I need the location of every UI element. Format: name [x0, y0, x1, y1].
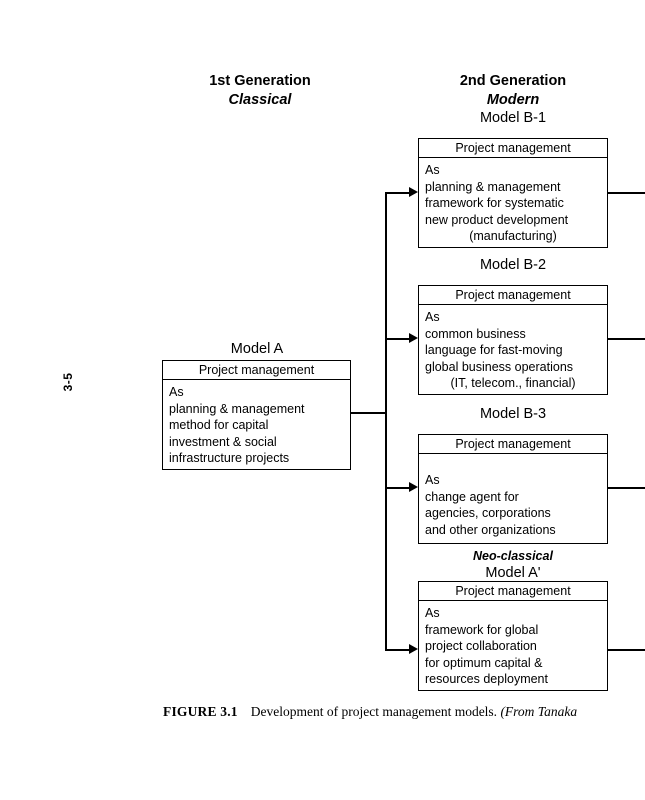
model-b3-line-4: and other organizations	[425, 522, 556, 537]
model-a-box-header: Project management	[163, 361, 350, 380]
model-b2-line-4: global business operations	[425, 359, 574, 374]
model-a-line-4: investment & social	[169, 434, 277, 449]
connector-out-a-prime	[608, 649, 645, 651]
arrowhead-b3-icon	[409, 482, 418, 492]
figure-caption-source: (From Tanaka	[500, 704, 578, 719]
figure-caption-label: FIGURE 3.1	[163, 704, 238, 719]
model-a-line-3: method for capital	[169, 418, 269, 432]
page-folio: 3-5	[61, 372, 75, 392]
connector-model-a-stub	[350, 412, 386, 414]
model-b1-line-2: planning & management	[425, 179, 561, 194]
connector-trunk	[385, 192, 387, 650]
connector-out-b2	[608, 338, 645, 340]
model-a-prime-line-5: resources deployment	[425, 672, 548, 686]
connector-branch-b3	[385, 487, 410, 489]
model-a-prime-box-header: Project management	[419, 582, 607, 601]
model-b3-line-1: As	[425, 473, 440, 487]
connector-out-b1	[608, 192, 645, 194]
heading-first-generation: 1st Generation Classical	[160, 72, 360, 110]
connector-out-b3	[608, 487, 645, 489]
model-a-box-body: As planning & management method for capi…	[163, 380, 350, 467]
model-a-label: Model A	[230, 341, 284, 357]
model-a-line-1: As	[169, 385, 184, 399]
figure-caption: FIGURE 3.1 Development of project managem…	[163, 703, 645, 721]
model-a-prime-name: Model A'	[485, 565, 541, 581]
heading-second-generation-subtitle: Modern	[486, 92, 540, 108]
model-b2-line-1: As	[425, 310, 440, 324]
model-b2-label: Model B-2	[479, 257, 547, 273]
model-a-prime-line-1: As	[425, 606, 440, 620]
model-b3-spacer	[425, 458, 607, 472]
model-a-box: Project management As planning & managem…	[162, 360, 351, 470]
model-b2-line-5: (IT, telecom., financial)	[450, 376, 576, 390]
figure-caption-text: Development of project management models…	[250, 704, 498, 719]
model-a-prime-prefix: Neo-classical	[473, 549, 553, 563]
connector-branch-b1	[385, 192, 410, 194]
model-b2-box-header: Project management	[419, 286, 607, 305]
model-b1-line-1: As	[425, 163, 440, 177]
model-a-prime-label: Neo-classical Model A'	[418, 548, 608, 582]
arrowhead-a-prime-icon	[409, 644, 418, 654]
model-a-prime-line-2: framework for global	[425, 622, 539, 637]
model-b1-line-5: (manufacturing)	[469, 229, 557, 243]
heading-second-generation: 2nd Generation Modern	[416, 72, 610, 110]
model-a-line-5: infrastructure projects	[169, 451, 290, 465]
model-b1-label: Model B-1	[479, 110, 547, 126]
model-b1-line-3: framework for systematic	[425, 196, 564, 210]
model-a-prime-line-3: project collaboration	[425, 639, 537, 653]
heading-first-generation-title: 1st Generation	[209, 73, 311, 89]
model-a-prime-line-4: for optimum capital &	[425, 655, 543, 670]
model-b3-line-2: change agent for	[425, 489, 519, 504]
model-b3-box-body: As change agent for agencies, corporatio…	[419, 454, 607, 538]
heading-second-generation-title: 2nd Generation	[459, 73, 567, 89]
model-b3-label: Model B-3	[479, 406, 547, 422]
model-b2-line-2: common business	[425, 326, 526, 341]
model-b3-box-header: Project management	[419, 435, 607, 454]
connector-branch-a-prime	[385, 649, 410, 651]
connector-branch-b2	[385, 338, 410, 340]
model-b1-box-body: As planning & management framework for s…	[419, 158, 607, 245]
model-b2-box: Project management As common business la…	[418, 285, 608, 395]
model-b2-line-3: language for fast-moving	[425, 343, 563, 357]
model-b1-box-header: Project management	[419, 139, 607, 158]
model-b1-line-4: new product development	[425, 212, 569, 227]
heading-first-generation-subtitle: Classical	[228, 92, 292, 108]
model-b3-line-3: agencies, corporations	[425, 506, 551, 520]
model-a-prime-box-body: As framework for global project collabor…	[419, 601, 607, 688]
model-b1-box: Project management As planning & managem…	[418, 138, 608, 248]
model-b3-box: Project management As change agent for a…	[418, 434, 608, 544]
model-a-prime-box: Project management As framework for glob…	[418, 581, 608, 691]
arrowhead-b1-icon	[409, 187, 418, 197]
arrowhead-b2-icon	[409, 333, 418, 343]
model-a-line-2: planning & management	[169, 401, 305, 416]
model-b2-box-body: As common business language for fast-mov…	[419, 305, 607, 392]
